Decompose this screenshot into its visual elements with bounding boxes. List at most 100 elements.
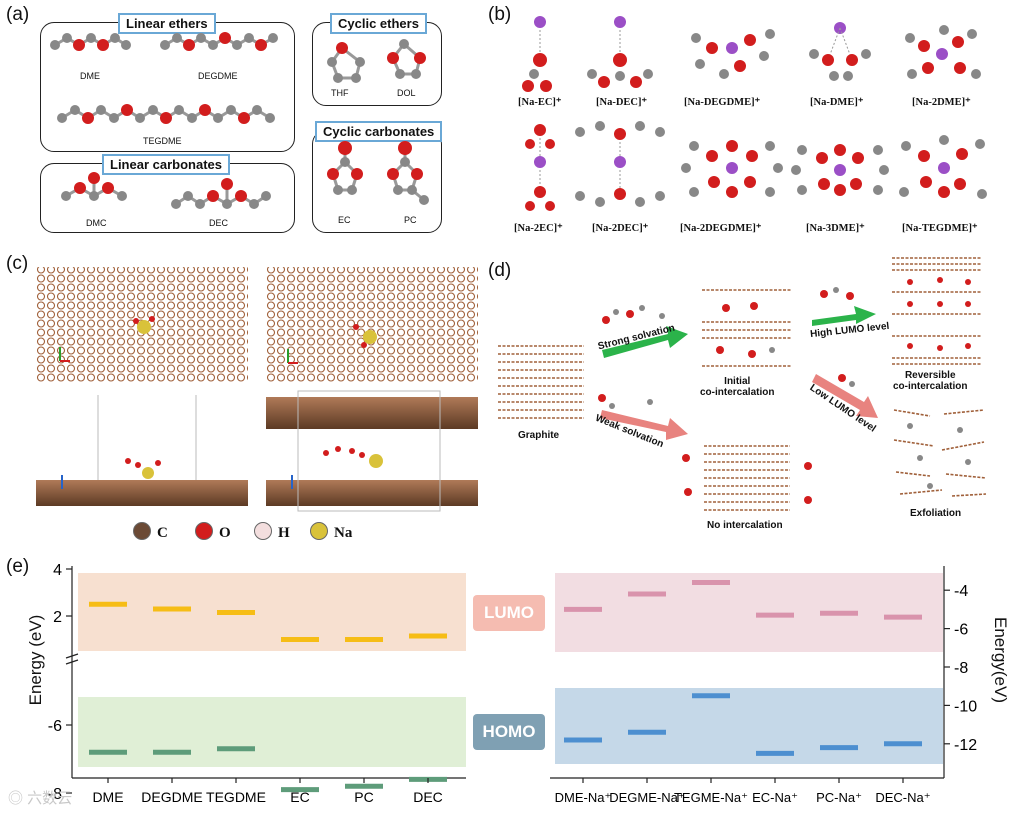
label-na-2ec: [Na-2EC]⁺ [514,223,563,234]
panel-b-clusters [522,16,987,211]
cluster-na-dme [809,22,871,81]
legend-na-label: Na [334,525,353,541]
initial-co-intercalation-molecules [716,302,775,358]
no-intercalation-molecules [682,454,812,504]
label-na-3dme: [Na-3DME]⁺ [806,223,865,234]
right-x-tick-label: TEGME-Na⁺ [674,790,748,805]
homo-tag: HOMO [473,714,545,750]
dol-molecule [387,39,426,79]
label-exfoliation: Exfoliation [910,508,962,519]
axis-break-mark [65,653,79,659]
graphite-slab-right-bottom [266,480,478,506]
high-lumo-cluster [820,287,854,300]
lumo-band-left [78,573,466,651]
label-initial-co-intercalation: Initial co-intercalation [700,376,775,398]
pc-molecule [387,141,429,205]
right-y-axis-label: Energy(eV) [991,617,1010,703]
cluster-na-2dme [905,25,981,79]
no-intercalation-stack [704,445,790,511]
degdme-molecule [160,32,278,51]
legend-o: O [195,522,231,542]
label-degdme: DEGDME [198,71,238,81]
left-y-tick-label: 4 [53,562,62,579]
lumo-tag: LUMO [473,595,545,631]
strong-solvation-cluster [602,305,665,324]
panel-a-molecules [50,32,429,209]
label-pc: PC [404,215,417,225]
label-reversible-co-intercalation: Reversible co-intercalation [893,370,968,392]
dme-molecule [50,33,131,51]
carbon-ball-icon [133,522,151,540]
right-y-tick-label: -4 [954,583,968,600]
panel-label-e: (e) [6,556,30,577]
right-y-tick-label: -6 [954,622,968,639]
label-na-2degdme: [Na-2DEGDME]⁺ [680,223,762,234]
label-na-degdme: [Na-DEGDME]⁺ [684,97,761,108]
thf-molecule [327,42,365,83]
label-tegdme: TEGDME [143,136,182,146]
hydrogen-ball-icon [254,522,272,540]
legend-na: Na [310,522,352,542]
exfoliation-sheets [893,409,987,497]
cluster-na-3dme [791,144,889,196]
cluster-na-2dec [575,121,665,207]
right-y-tick-label: -12 [954,737,977,754]
low-lumo-arrow [812,374,878,418]
high-lumo-arrow [812,306,876,326]
right-y-tick-label: -10 [954,698,977,715]
right-x-tick-label: DEGME-Na⁺ [609,790,684,805]
right-x-tick-label: DEC-Na⁺ [875,790,930,805]
left-x-tick-label: DEGDME [141,789,202,805]
dec-molecule [171,178,271,209]
tegdme-molecule [57,104,275,124]
dmc-molecule [61,172,127,201]
label-no-intercalation: No intercalation [707,520,783,531]
left-x-tick-label: TEGDME [206,789,266,805]
watermark-text: 六数云 [27,790,73,807]
cluster-na-ec [522,16,552,92]
watermark-logo-icon: ◎ [8,790,28,807]
label-dmc: DMC [86,218,107,228]
legend-c: C [133,522,168,542]
label-thf: THF [331,88,349,98]
right-x-tick-label: PC-Na⁺ [816,790,862,805]
initial-co-intercalation-stack [702,289,792,367]
legend-h-label: H [278,525,290,541]
label-na-2dme: [Na-2DME]⁺ [912,97,971,108]
left-x-tick-label: PC [354,789,373,805]
label-ec: EC [338,215,351,225]
label-na-ec: [Na-EC]⁺ [518,97,562,108]
lumo-band-right [555,573,943,652]
linear-carbonates-title: Linear carbonates [102,154,230,175]
left-y-axis-label: Energy (eV) [26,614,45,706]
weak-solvation-cluster [598,394,653,409]
left-y-tick-label: -8 [48,786,62,803]
reversible-molecules [907,277,971,351]
legend-c-label: C [157,525,168,541]
sodium-ball-icon [310,522,328,540]
panel-label-a: (a) [6,4,30,25]
left-y-tick-label: -6 [48,718,62,735]
label-dol: DOL [397,88,416,98]
label-na-tegdme: [Na-TEGDME]⁺ [902,223,978,234]
label-graphite: Graphite [518,430,560,441]
right-x-tick-label: DME-Na⁺ [555,790,612,805]
label-na-2dec: [Na-2DEC]⁺ [592,223,649,234]
left-x-tick-label: DME [92,789,123,805]
panel-label-c: (c) [6,253,29,274]
homo-band-right [555,688,943,764]
cluster-na-dec [587,16,653,88]
right-x-tick-label: EC-Na⁺ [752,790,798,805]
weak-solvation-arrow [600,410,688,440]
left-x-tick-label: EC [290,789,309,805]
label-na-dme: [Na-DME]⁺ [810,97,864,108]
linear-ethers-title: Linear ethers [118,13,216,34]
low-lumo-cluster [838,374,855,387]
ec-molecule [327,141,363,195]
panel-label-d: (d) [488,260,512,281]
label-dme: DME [80,71,100,81]
graphite-stack [498,345,584,419]
legend-o-label: O [219,525,231,541]
watermark: ◎ 六数云 [8,787,72,808]
